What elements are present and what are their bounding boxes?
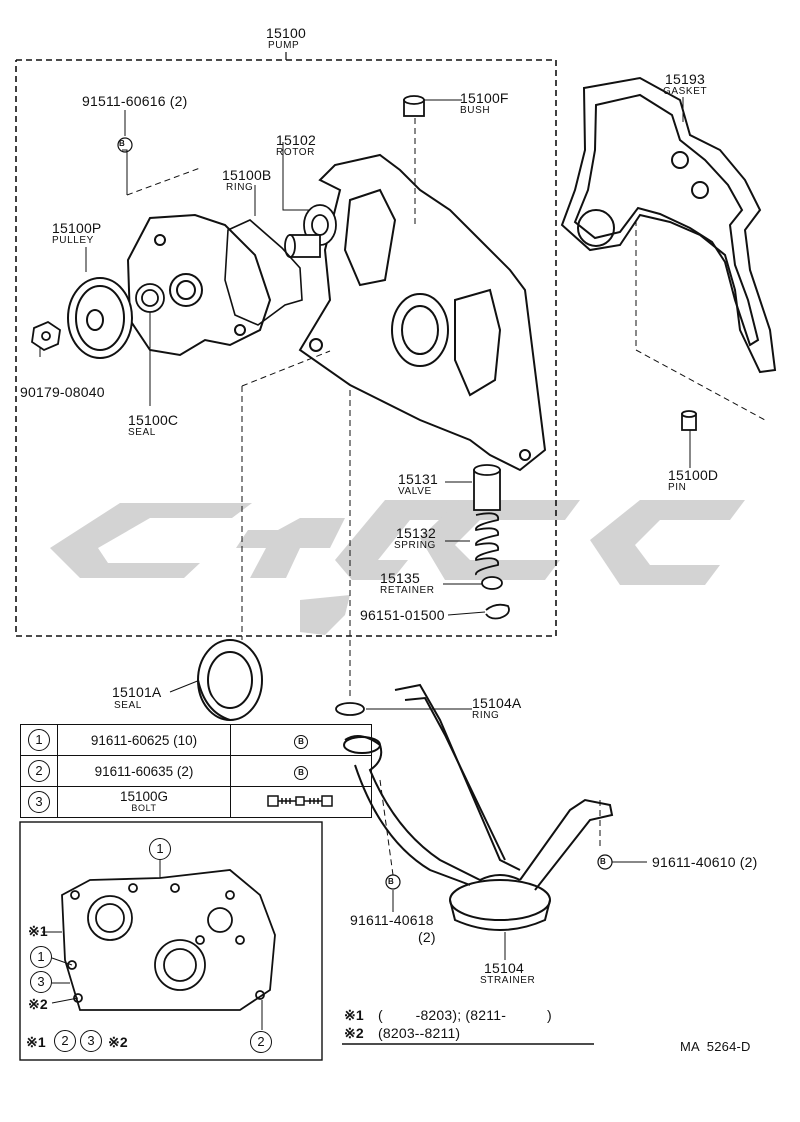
b-symbol-bolt-c: B <box>388 877 394 886</box>
legend-table: 1 91611-60625 (10) B 2 91611-60635 (2) B… <box>20 724 372 818</box>
label-96151-01500: 96151-01500 <box>360 607 445 623</box>
note-2-text: (8203--8211) <box>378 1025 461 1041</box>
note-1-mark: ※1 <box>344 1007 364 1023</box>
b-symbol: B <box>294 765 308 780</box>
b-symbol-bolt-b: B <box>600 857 606 866</box>
label-gasket: GASKET <box>663 86 708 97</box>
b-symbol-bolt-a: B <box>119 139 125 148</box>
label-rotor: ROTOR <box>276 147 315 158</box>
label-bush: BUSH <box>460 105 491 116</box>
inset-frame <box>19 821 323 1061</box>
bolt-icon <box>267 794 333 807</box>
label-ring-b: RING <box>226 182 254 193</box>
label-15104: 15104 <box>484 960 524 976</box>
valve-15131 <box>473 464 501 511</box>
label-seal-a: SEAL <box>114 700 142 711</box>
label-ring-a: RING <box>472 710 500 721</box>
legend-number: 3 <box>28 791 50 813</box>
watermark-logo <box>50 500 745 635</box>
note-1-text: ( -8203); (8211- ) <box>378 1007 552 1023</box>
label-15102: 15102 <box>276 132 316 148</box>
pin-15100D <box>681 410 697 431</box>
legend-row: 2 91611-60635 (2) B <box>20 755 372 787</box>
snap-ring-96151-01500 <box>485 603 510 620</box>
label-retainer: RETAINER <box>380 585 435 596</box>
inset-cover-drawing <box>61 869 276 1011</box>
seal-15101A <box>197 639 263 721</box>
label-seal-c: SEAL <box>128 427 156 438</box>
label-15135: 15135 <box>380 570 420 586</box>
label-91611-40618-qty: (2) <box>418 929 436 945</box>
callout-k1: ※1 <box>28 923 48 939</box>
label-pump: PUMP <box>268 40 300 51</box>
label-15131: 15131 <box>398 471 438 487</box>
legend-number: 2 <box>28 760 50 782</box>
legend-row: 3 15100G BOLT <box>20 786 372 818</box>
bottom-k1: ※1 <box>26 1034 46 1050</box>
callout-k2: ※2 <box>28 996 48 1012</box>
ring-15100B <box>224 219 303 326</box>
callout-1-top: 1 <box>149 838 171 860</box>
inset-leaders <box>42 860 263 1030</box>
callout-2-right: 2 <box>250 1031 272 1053</box>
pulley-15100P <box>67 277 133 359</box>
label-91611-40610: 91611-40610 (2) <box>652 854 758 870</box>
label-pin: PIN <box>668 482 687 493</box>
label-strainer: STRAINER <box>480 975 536 986</box>
legend-row: 1 91611-60625 (10) B <box>20 724 372 756</box>
label-15100F: 15100F <box>460 90 509 106</box>
label-15100C: 15100C <box>128 412 179 428</box>
label-spring: SPRING <box>394 540 436 551</box>
note-2-mark: ※2 <box>344 1025 364 1041</box>
label-15101A: 15101A <box>112 684 162 700</box>
label-15193: 15193 <box>665 71 705 87</box>
gasket-15193 <box>560 76 777 374</box>
label-91611-40618: 91611-40618 <box>350 912 434 928</box>
label-15100: 15100 <box>266 25 306 41</box>
label-15100P: 15100P <box>52 220 102 236</box>
b-symbols <box>117 137 613 890</box>
rotor-15102 <box>284 204 337 258</box>
legend-sub: BOLT <box>131 803 157 814</box>
legend-part: 15100G <box>119 789 169 805</box>
b-symbol: B <box>294 734 308 749</box>
bottom-k2: ※2 <box>108 1034 128 1050</box>
drawing-code: MA 5264-D <box>680 1039 751 1054</box>
legend-number: 1 <box>28 729 50 751</box>
callout-3-left: 3 <box>30 971 52 993</box>
legend-part: 91611-60635 (2) <box>57 755 231 787</box>
pump-assembly-frame <box>15 59 557 637</box>
callout-1-left: 1 <box>30 946 52 968</box>
bottom-callout-2: 2 <box>54 1030 76 1052</box>
leader-lines <box>39 97 691 960</box>
bottom-callout-3: 3 <box>80 1030 102 1052</box>
pump-housing <box>298 153 547 472</box>
label-pulley: PULLEY <box>52 235 94 246</box>
ring-15104A <box>335 702 365 716</box>
label-15132: 15132 <box>396 525 436 541</box>
label-15104A: 15104A <box>472 695 522 711</box>
label-91511-60616: 91511-60616 (2) <box>82 93 188 109</box>
pump-cover <box>126 213 272 357</box>
nut-90179-08040 <box>31 320 61 352</box>
label-15100B: 15100B <box>222 167 272 183</box>
seal-15100C <box>135 283 165 313</box>
bush-15100F <box>403 95 425 117</box>
retainer-15135 <box>481 576 503 590</box>
label-90179-08040: 90179-08040 <box>20 384 105 400</box>
strainer-15104 <box>343 683 614 931</box>
spring-15132 <box>475 512 499 576</box>
label-valve: VALVE <box>398 486 432 497</box>
label-15100D: 15100D <box>668 467 719 483</box>
legend-part: 91611-60625 (10) <box>57 724 231 756</box>
